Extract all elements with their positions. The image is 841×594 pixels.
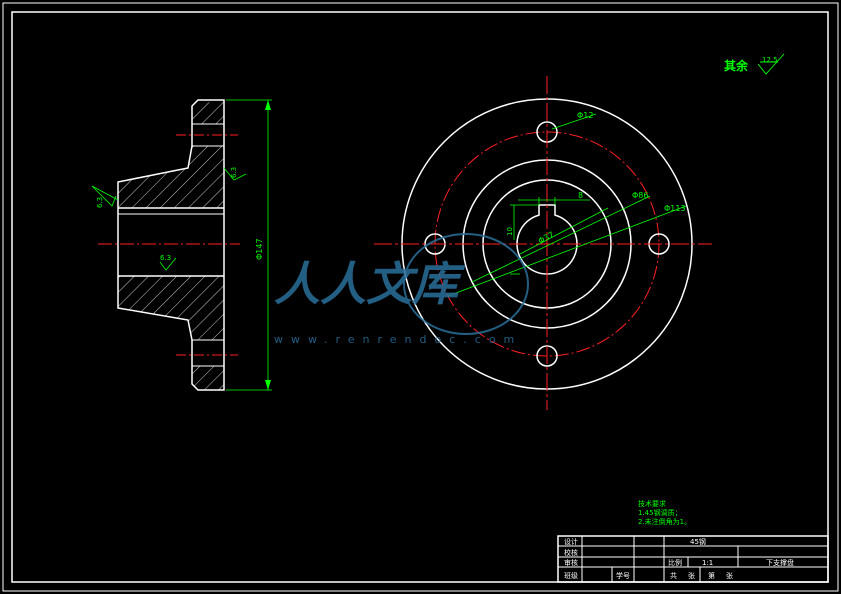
side-outline <box>117 99 225 391</box>
tb-student-no: 学号 <box>616 571 630 580</box>
dim-hub: Φ86 <box>632 191 648 200</box>
inner-border <box>11 11 829 583</box>
hatch-flange-bottom <box>192 366 224 390</box>
tb-review: 审核 <box>564 558 578 567</box>
dim-bolt-circle-leader <box>447 205 687 297</box>
technical-requirements: 技术要求 1.45钢调质； 2.未注倒角为1。 <box>638 499 691 526</box>
general-roughness: 其余 12.5 <box>724 53 785 75</box>
tb-sheet-no-unit: 张 <box>726 571 733 580</box>
tb-scale-value: 1:1 <box>702 559 713 567</box>
watermark-url: www.renrendoc.com <box>274 333 522 346</box>
title-block <box>557 535 829 583</box>
roughness-value: 12.5 <box>762 56 778 64</box>
dim-hub-leader <box>471 195 651 283</box>
tech-req-title: 技术要求 <box>638 499 666 508</box>
dim-outer-diameter: Φ147 <box>255 238 264 260</box>
watermark-text: 人人文库 <box>274 257 466 311</box>
tb-design: 设计 <box>564 537 578 546</box>
hatch-lower-half <box>118 276 224 340</box>
roughness-upper-value: 6.3 <box>230 167 238 178</box>
bore-with-keyway <box>516 204 578 275</box>
roughness-left-symbol <box>91 185 119 207</box>
roughness-left-value: 6.3 <box>96 197 104 208</box>
dim-bolt-hole: Φ12 <box>577 111 593 120</box>
hatch-flange-top <box>192 100 224 124</box>
dim-key-depth: 10 <box>506 227 514 236</box>
tb-sheet-no: 第 <box>708 571 715 580</box>
watermark: 人人文库 www.renrendoc.com <box>274 233 529 346</box>
tb-material: 45钢 <box>690 537 706 546</box>
roughness-symbol <box>757 53 785 75</box>
tb-scale-label: 比例 <box>668 558 682 567</box>
tb-class: 班级 <box>564 571 578 580</box>
hatch-upper-half <box>118 146 224 208</box>
title-block-text: 设计 校核 审核 班级 学号 45钢 比例 1:1 下支撑盘 共 张 第 张 <box>564 537 794 580</box>
roughness-label: 其余 <box>724 58 749 73</box>
roughness-bore-symbol <box>159 257 177 271</box>
dim-bolt-circle: Φ113 <box>664 204 686 213</box>
dim-bolt-hole-leader <box>551 113 597 130</box>
tech-req-item-1: 1.45钢调质； <box>638 508 682 517</box>
roughness-bore-value: 6.3 <box>160 254 171 262</box>
front-view: Φ12 Φ86 Φ113 Φ37 8 10 <box>374 76 712 410</box>
roughness-upper-symbol <box>223 167 247 181</box>
dim-bore-leader <box>519 207 609 255</box>
tb-sheets-total: 共 <box>670 571 677 580</box>
tb-sheets-total-unit: 张 <box>688 571 695 580</box>
watermark-ring <box>403 233 529 335</box>
tb-part-name: 下支撑盘 <box>766 558 794 567</box>
dim-key-width: 8 <box>578 191 583 200</box>
tb-check: 校核 <box>564 548 578 557</box>
side-section-view: Φ147 6.3 6.3 6.3 <box>91 99 272 391</box>
tech-req-item-2: 2.未注倒角为1。 <box>638 517 691 526</box>
